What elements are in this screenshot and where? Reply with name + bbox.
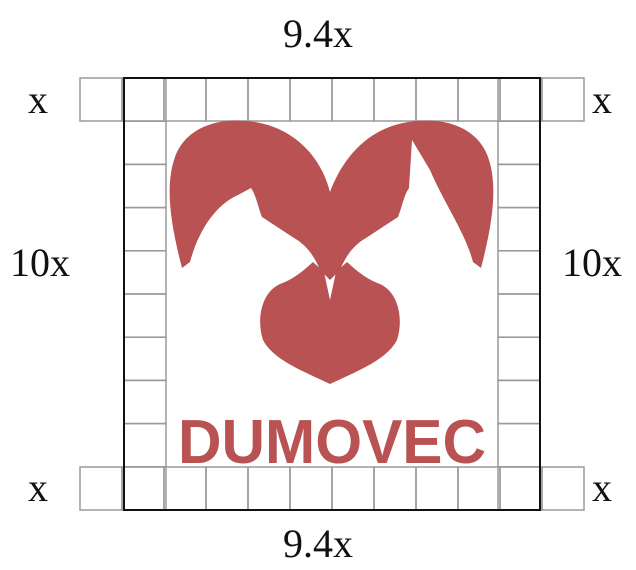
grid-cell-left xyxy=(123,422,167,468)
bottom-left-unit-label: x xyxy=(28,465,48,510)
grid-cell-left xyxy=(123,466,167,511)
grid-cell-top xyxy=(205,77,249,122)
right-height-label: 10x xyxy=(562,240,622,285)
grid-cell-right xyxy=(497,250,541,295)
top-right-unit-label: x xyxy=(592,77,612,122)
grid-cell-top xyxy=(331,77,375,122)
grid-cell-left xyxy=(123,379,167,425)
grid-cell-bottom xyxy=(79,466,123,511)
grid-cell-right xyxy=(497,466,541,511)
grid-cell-bottom xyxy=(499,466,543,511)
bottom-right-unit-label: x xyxy=(592,465,612,510)
grid-cell-left xyxy=(123,293,167,338)
bottom-width-label: 9.4x xyxy=(283,521,353,566)
grid-cell-top xyxy=(541,77,585,122)
grid-cell-right xyxy=(497,206,541,252)
heart-bottom-shape xyxy=(260,262,400,384)
left-height-label: 10x xyxy=(10,240,70,285)
grid-cell-top xyxy=(457,77,501,122)
grid-cell-top xyxy=(121,77,165,122)
grid-cell-top xyxy=(373,77,417,122)
grid-cell-right xyxy=(497,293,541,338)
grid-cell-left xyxy=(123,163,167,209)
grid-cell-top xyxy=(289,77,333,122)
heart-dog-cat-icon xyxy=(169,120,494,384)
grid-cell-right xyxy=(497,120,541,166)
heart-top-shape xyxy=(169,120,494,280)
grid-cell-right xyxy=(497,379,541,425)
brand-wordmark: DUMOVEC xyxy=(178,408,486,477)
grid-cell-left xyxy=(123,77,167,122)
grid-cell-right xyxy=(497,77,541,122)
grid-cell-right xyxy=(497,163,541,209)
grid-cell-top xyxy=(79,77,123,122)
grid-cell-top xyxy=(415,77,459,122)
grid-cell-left xyxy=(123,250,167,295)
grid-cell-right xyxy=(497,336,541,382)
grid-cell-top xyxy=(163,77,207,122)
grid-cell-top xyxy=(499,77,543,122)
grid-cell-left xyxy=(123,336,167,382)
grid-cell-bottom xyxy=(121,466,165,511)
grid-cell-left xyxy=(123,120,167,166)
grid-cell-top xyxy=(247,77,291,122)
top-left-unit-label: x xyxy=(28,77,48,122)
grid-cell-left xyxy=(123,206,167,252)
grid-cell-bottom xyxy=(541,466,585,511)
logo-frame xyxy=(123,77,541,511)
grid-cell-right xyxy=(497,422,541,468)
top-width-label: 9.4x xyxy=(283,11,353,56)
